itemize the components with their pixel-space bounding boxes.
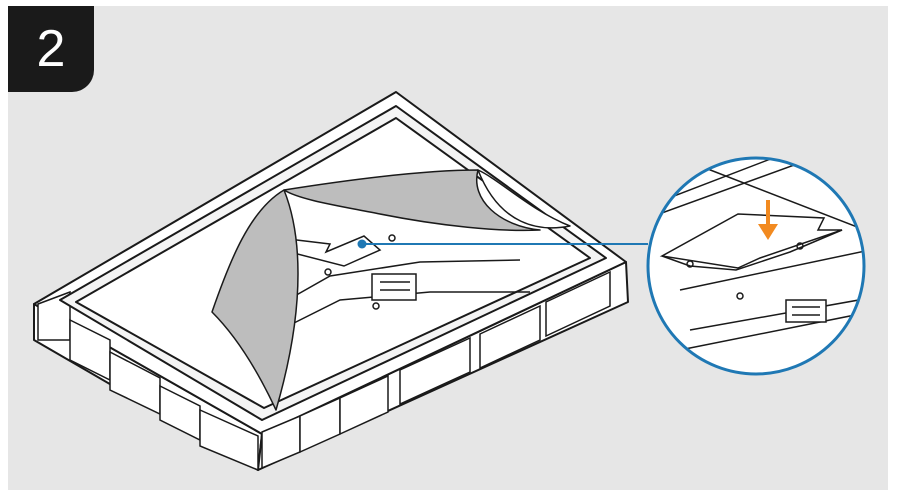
protective-film [211, 169, 571, 411]
foam-blocks-front [37, 270, 611, 472]
step-number-badge: 2 [8, 6, 94, 92]
zoom-detail-circle [646, 156, 866, 376]
monitor-back-details [269, 234, 530, 331]
down-arrow-icon [758, 200, 778, 240]
callout-pointer [357, 239, 648, 249]
